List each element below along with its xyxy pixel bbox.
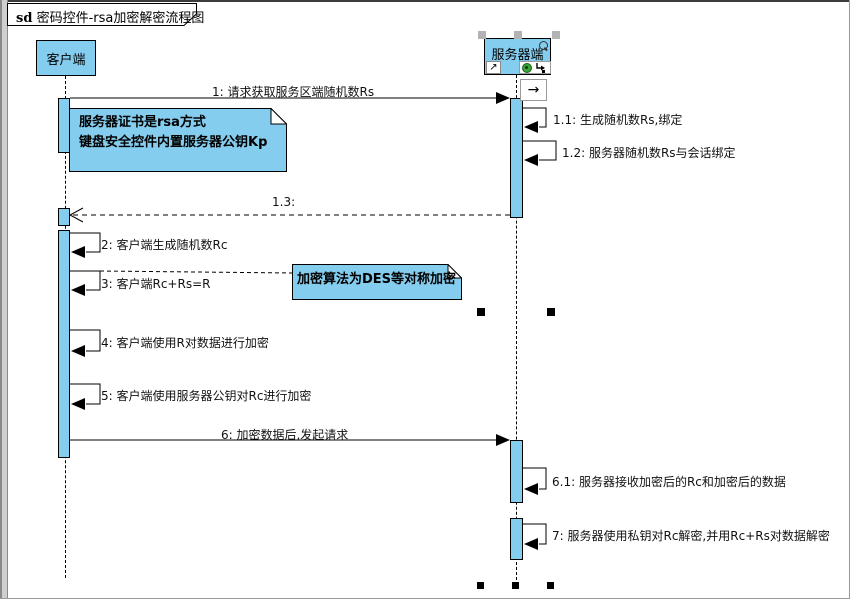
frame-title: sd 密码控件-rsa加密解密流程图 [16, 7, 204, 26]
message-label-3[interactable]: 3: 客户端Rc+Rs=R [101, 277, 211, 291]
message-label-6-1[interactable]: 6.1: 服务器接收加密后的Rc和加密后的数据 [552, 475, 786, 489]
lifeline-client-label: 客户端 [46, 53, 86, 68]
message-label-1-1[interactable]: 1.1: 生成随机数Rs,绑定 [553, 113, 683, 127]
message-label-4[interactable]: 4: 客户端使用R对数据进行加密 [101, 336, 269, 350]
frame-title-text: 密码控件-rsa加密解密流程图 [36, 11, 205, 26]
quicklink-button[interactable]: → [520, 79, 547, 101]
message-label-6[interactable]: 6: 加密数据后,发起请求 [221, 428, 349, 442]
message-label-1[interactable]: 1: 请求获取服务区端随机数Rs [212, 85, 375, 99]
note-line: 加密算法为DES等对称加密 [297, 272, 457, 287]
note-shape [69, 108, 287, 172]
note-encryption-algorithm[interactable]: 加密算法为DES等对称加密 [292, 264, 462, 300]
selection-handle[interactable] [477, 582, 484, 589]
note-shape [292, 264, 462, 300]
message-label-2[interactable]: 2: 客户端生成随机数Rc [101, 238, 228, 252]
selection-handle[interactable] [477, 308, 485, 316]
selection-handle[interactable] [478, 31, 486, 39]
quicklink-arrow-icon: → [527, 82, 540, 98]
note-server-certificate[interactable]: 服务器证书是rsa方式 键盘安全控件内置服务器公钥Kp [69, 108, 287, 172]
activation-server-3[interactable] [510, 518, 523, 560]
selection-handle[interactable] [547, 308, 555, 316]
lifeline-server[interactable] [516, 75, 517, 580]
message-label-1-2[interactable]: 1.2: 服务器随机数Rs与会话绑定 [562, 146, 736, 160]
activation-client-2[interactable] [58, 208, 70, 226]
note-line: 服务器证书是rsa方式 [79, 115, 206, 130]
activation-client-3[interactable] [58, 230, 70, 458]
message-label-5[interactable]: 5: 客户端使用服务器公钥对Rc进行加密 [101, 389, 312, 403]
feature-green-icon[interactable] [522, 62, 532, 73]
adornment-strip [519, 61, 551, 74]
selection-handle[interactable] [547, 582, 554, 589]
frame-label[interactable]: sd 密码控件-rsa加密解密流程图 [7, 3, 207, 27]
lifeline-client-head[interactable]: 客户端 [36, 40, 96, 76]
activation-server-1[interactable] [510, 98, 523, 218]
selection-handle[interactable] [514, 31, 522, 39]
selection-handle[interactable] [512, 582, 519, 589]
selection-handle[interactable] [552, 31, 560, 39]
magnifier-icon[interactable] [539, 41, 548, 50]
frame-top-border [0, 0, 849, 2]
frame-left-border [0, 0, 8, 598]
message-label-7[interactable]: 7: 服务器使用私钥对Rc解密,并用Rc+Rs对数据解密 [552, 529, 830, 543]
frame-label-shape [7, 3, 197, 26]
lifeline-server-label: 服务器端 [491, 48, 544, 63]
navigate-arrow-icon: ↗ [489, 61, 498, 73]
note-line: 键盘安全控件内置服务器公钥Kp [79, 135, 268, 151]
frame-keyword: sd [16, 11, 33, 26]
activation-server-2[interactable] [510, 440, 523, 503]
message-label-1-3[interactable]: 1.3: [272, 195, 296, 209]
navigate-icon-box[interactable]: ↗ [486, 61, 501, 74]
cursor-arrow-icon[interactable] [535, 62, 546, 73]
